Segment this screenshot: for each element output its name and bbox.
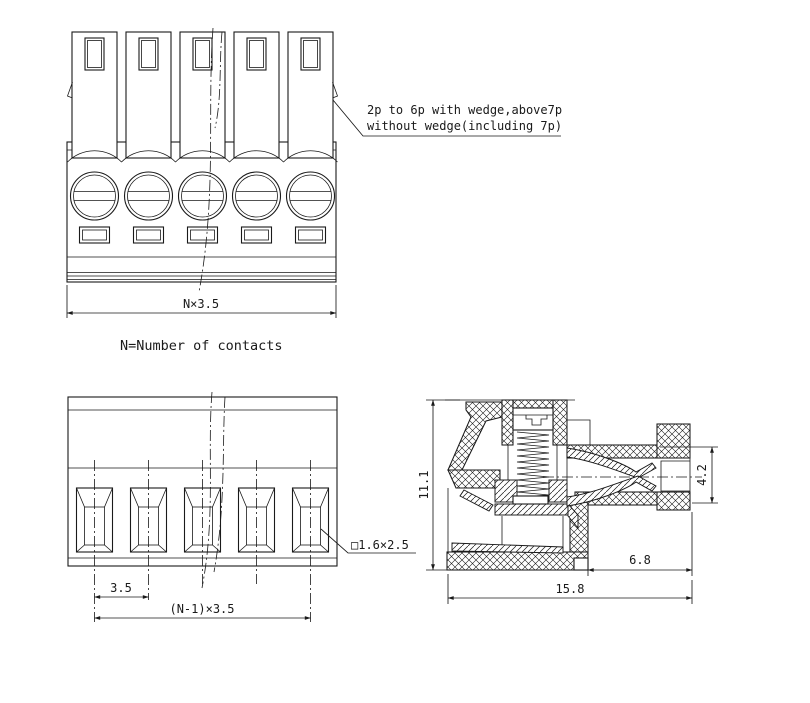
dimension-height: 11.1 bbox=[417, 399, 460, 571]
break-line bbox=[213, 396, 226, 573]
screw-tip bbox=[512, 495, 549, 505]
clamp-yoke-right bbox=[548, 479, 568, 503]
front-housing-base bbox=[66, 141, 337, 283]
busbar bbox=[494, 503, 569, 516]
wedge-note: 2p to 6p with wedge,above7p without wedg… bbox=[332, 99, 562, 137]
hole-label: 4.2 bbox=[695, 464, 709, 486]
base-notch bbox=[573, 557, 589, 571]
scallop-arcs bbox=[67, 150, 338, 163]
wire-towers bbox=[66, 31, 339, 159]
dimension-hole: 4.2 bbox=[660, 446, 718, 504]
funnel-contact bbox=[566, 447, 657, 507]
center-lines bbox=[94, 460, 311, 622]
dimension-pitch: 3.5 bbox=[94, 581, 149, 599]
wedge-note-line2: without wedge(including 7p) bbox=[367, 119, 562, 133]
housing-step-outline bbox=[567, 419, 591, 445]
screw-slot bbox=[525, 415, 548, 426]
span-label: (N-1)×3.5 bbox=[169, 602, 234, 616]
release-flap bbox=[459, 489, 494, 512]
section-view: 11.1 4.2 6.8 15.8 bbox=[417, 399, 718, 604]
dimension-depth: 6.8 bbox=[587, 512, 693, 576]
dimension-span: (N-1)×3.5 bbox=[94, 602, 311, 620]
screw-thread bbox=[516, 431, 550, 498]
metal-parts bbox=[451, 479, 579, 554]
height-label: 11.1 bbox=[417, 471, 431, 500]
dimension-length: 15.8 bbox=[447, 574, 693, 604]
break-line bbox=[214, 31, 223, 129]
front-view: N×3.5 2p to 6p with wedge,above7p withou… bbox=[66, 27, 562, 318]
slot-size-label: □1.6×2.5 bbox=[351, 538, 409, 552]
chamber-lines bbox=[447, 445, 691, 552]
inner-ledge bbox=[447, 469, 501, 489]
break-line bbox=[201, 391, 213, 589]
slot-size-callout: □1.6×2.5 bbox=[320, 528, 416, 554]
front-latch-wall bbox=[447, 401, 503, 471]
wedge-right bbox=[332, 81, 339, 99]
screw-section bbox=[512, 407, 554, 505]
wedge-left bbox=[66, 81, 73, 99]
base-plate bbox=[451, 542, 564, 554]
pitch-label: 3.5 bbox=[110, 581, 132, 595]
busbar-bend bbox=[567, 502, 579, 530]
clamping-screws bbox=[69, 171, 336, 221]
contacts-note: N=Number of contacts bbox=[120, 338, 283, 354]
depth-label: 6.8 bbox=[629, 553, 651, 567]
clamp-yoke-left bbox=[494, 479, 518, 503]
dimension-total-pitch: N×3.5 bbox=[66, 285, 337, 318]
base-wall bbox=[446, 551, 589, 571]
total-pitch-label: N×3.5 bbox=[183, 297, 219, 311]
base-lines bbox=[67, 256, 336, 280]
wire-entry-hole bbox=[660, 460, 690, 492]
length-label: 15.8 bbox=[556, 582, 585, 596]
socket-bottom-block bbox=[656, 491, 691, 511]
screw-slots bbox=[74, 191, 331, 201]
screw-head bbox=[512, 407, 554, 431]
test-windows bbox=[78, 226, 327, 244]
wedge-note-line1: 2p to 6p with wedge,above7p bbox=[367, 103, 562, 117]
bottom-view: 3.5 (N-1)×3.5 □1.6×2.5 bbox=[67, 391, 416, 622]
socket-top-block bbox=[656, 423, 691, 459]
